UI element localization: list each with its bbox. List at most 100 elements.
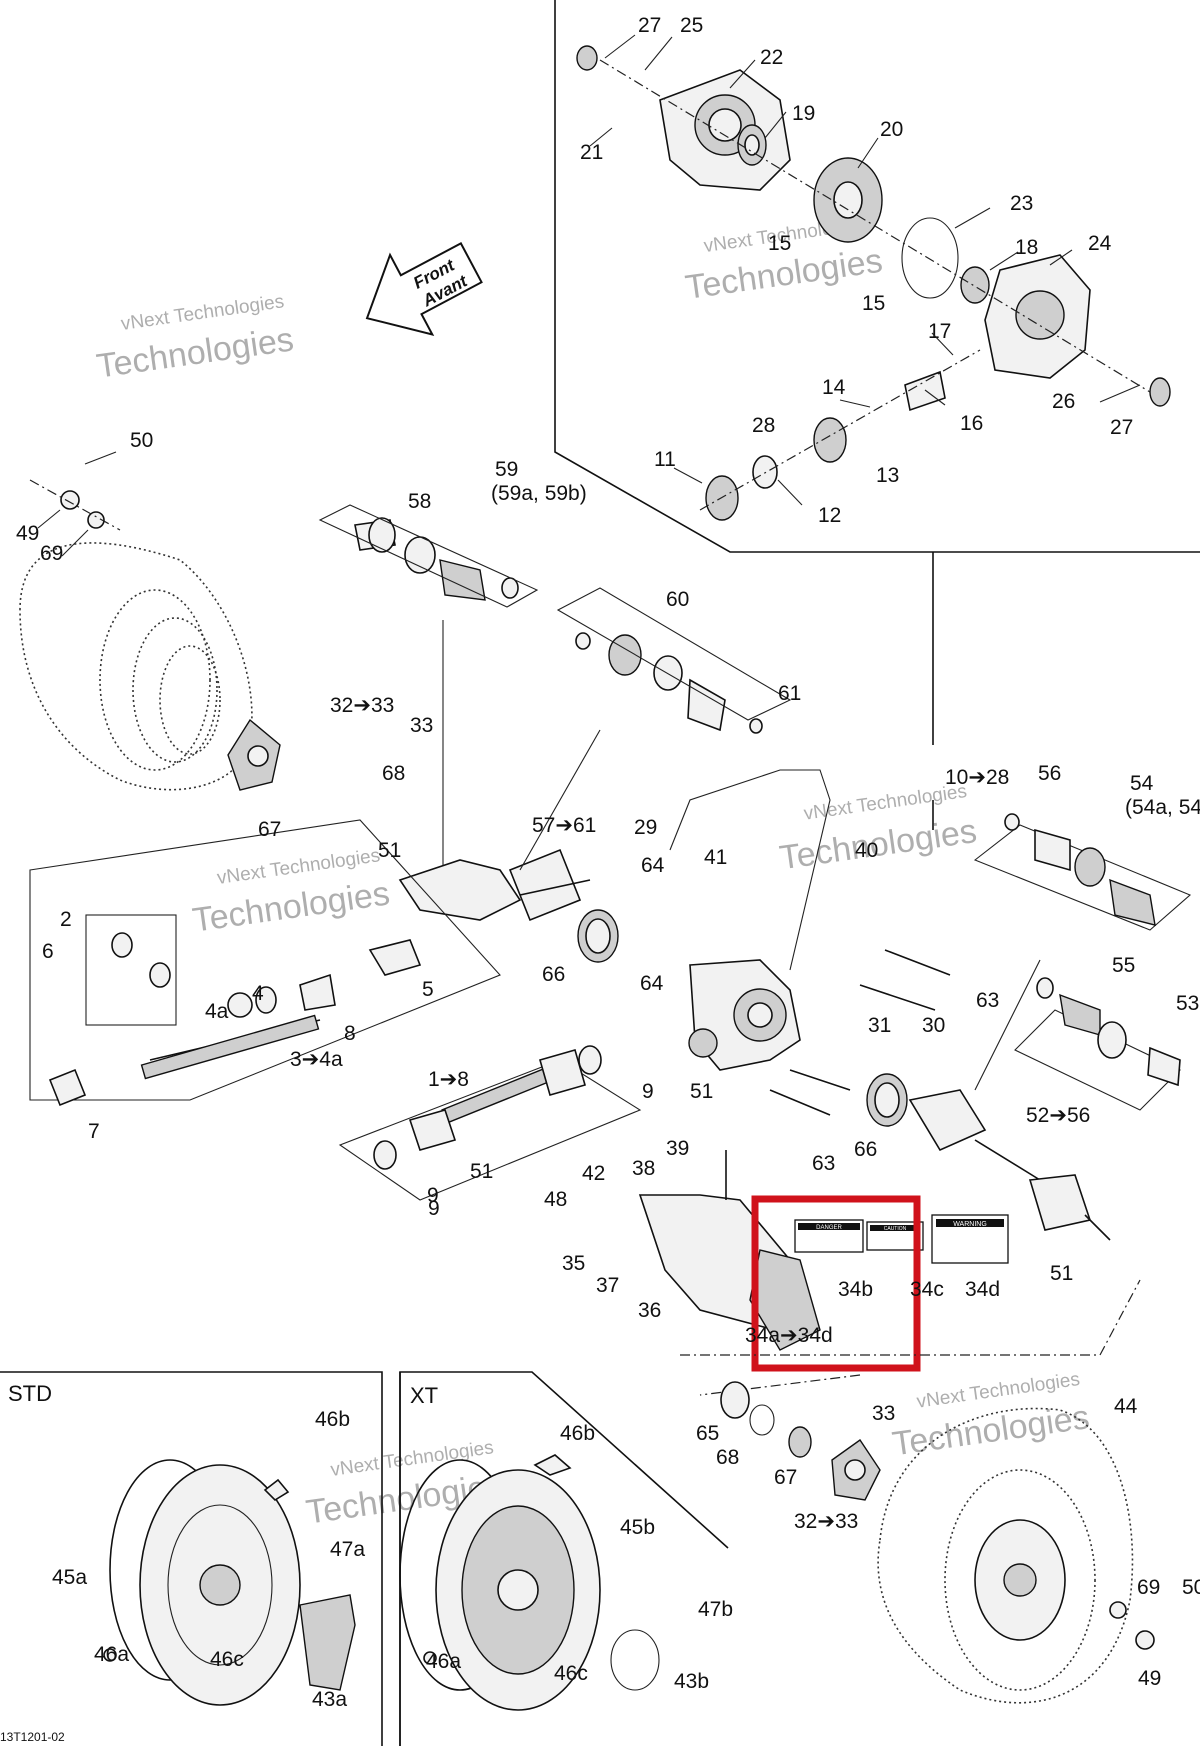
part-label: 34c (910, 1278, 944, 1301)
watermarks: vNext Technologies Technologies vNext Te… (94, 213, 1092, 1531)
decal-text: CAUTION (884, 1226, 907, 1232)
part-label: 34d (965, 1278, 1000, 1301)
part-label: 17 (928, 320, 951, 343)
part-label: 2 (60, 908, 72, 931)
part-label: 45a (52, 1566, 87, 1589)
part-label: 49 (16, 522, 39, 545)
diagram-code: 13T1201-02 (0, 1730, 65, 1744)
part-label: 43a (312, 1688, 347, 1711)
xt-wheel (399, 1454, 660, 1711)
part-label: 42 (582, 1162, 605, 1185)
part-label: 7 (88, 1120, 100, 1143)
part-label: 20 (880, 118, 903, 141)
part-label: 57➔61 (532, 814, 596, 837)
part-label: 67 (258, 818, 281, 841)
part-label: 47b (698, 1598, 733, 1621)
highlight-box (751, 1195, 921, 1372)
part-label: 60 (666, 588, 689, 611)
part-label: 69 (1137, 1576, 1160, 1599)
part-label: 3➔4a (290, 1048, 343, 1071)
part-label: 68 (382, 762, 405, 785)
part-label: 63 (812, 1152, 835, 1175)
part-label: 47a (330, 1538, 365, 1561)
part-label: 6 (42, 940, 54, 963)
axle-shaft-right (908, 813, 1192, 1241)
front-arrow: Front Avant (365, 241, 483, 336)
section-std: STD (8, 1381, 52, 1406)
part-label: 46a (426, 1650, 461, 1673)
part-label: 8 (344, 1022, 356, 1045)
part-label: 23 (1010, 192, 1033, 215)
part-label: (59a, 59b) (491, 482, 587, 505)
part-label: 51 (1050, 1262, 1073, 1285)
part-label: 65 (696, 1422, 719, 1445)
part-label: 32➔33 (330, 694, 394, 717)
part-label: 11 (654, 448, 676, 471)
part-label: 30 (922, 1014, 945, 1037)
part-label: 41 (704, 846, 727, 869)
part-label: 45b (620, 1516, 655, 1539)
part-label: 5 (422, 978, 434, 1001)
leader-lines (37, 34, 1141, 557)
part-label: 55 (1112, 954, 1135, 977)
part-label: 38 (632, 1157, 655, 1180)
part-label: 9 (642, 1080, 654, 1103)
part-label: 64 (640, 972, 664, 995)
part-label: 14 (822, 376, 846, 399)
part-label: 51 (690, 1080, 713, 1103)
part-label: 27 (1110, 416, 1133, 439)
part-label: 46b (560, 1422, 595, 1445)
part-label: 66 (542, 963, 565, 986)
differential-assembly (576, 45, 1171, 521)
part-label: 19 (792, 102, 815, 125)
part-label: 16 (960, 412, 983, 435)
front-tire-left (19, 479, 281, 791)
part-label: 58 (408, 490, 431, 513)
part-label: 59 (495, 458, 518, 481)
part-label: 34a➔34d (745, 1324, 833, 1347)
part-label: 26 (1052, 390, 1075, 413)
part-label: 24 (1088, 232, 1112, 255)
part-label: 35 (562, 1252, 585, 1275)
part-label: 44 (1114, 1395, 1138, 1418)
part-label: 28 (752, 414, 775, 437)
part-label: 46c (210, 1648, 244, 1671)
part-label: 1➔8 (428, 1068, 469, 1091)
part-label: 46b (315, 1408, 350, 1431)
part-label: 50 (1182, 1576, 1200, 1599)
part-label: 10➔28 (945, 766, 1009, 789)
part-label: 15 (768, 232, 791, 255)
part-label: 54 (1130, 772, 1154, 795)
part-label: 67 (774, 1466, 797, 1489)
decal-text: WARNING (953, 1221, 987, 1228)
part-label: 36 (638, 1299, 661, 1322)
decal-text: DANGER (816, 1225, 842, 1231)
std-wheel (103, 1459, 356, 1706)
part-label: 46a (94, 1643, 129, 1666)
part-label: 25 (680, 14, 703, 37)
part-label: 64 (641, 854, 665, 877)
part-label: 51 (378, 839, 401, 862)
rear-differential (577, 769, 951, 1127)
part-label: 66 (854, 1138, 877, 1161)
part-label: 63 (976, 989, 999, 1012)
part-label: 33 (410, 714, 433, 737)
part-label: 48 (544, 1188, 567, 1211)
rear-tire-right (720, 1381, 1155, 1704)
part-label: 46c (554, 1662, 588, 1685)
part-label: 34b (838, 1278, 873, 1301)
part-label: 68 (716, 1446, 739, 1469)
part-label: 33 (872, 1402, 895, 1425)
axle-shaft-left (318, 504, 792, 922)
prop-shaft (338, 1045, 642, 1201)
part-label: 53 (1176, 992, 1199, 1015)
part-label: 29 (634, 816, 657, 839)
part-label: 50 (130, 429, 153, 452)
decals: DANGER CAUTION WARNING (794, 1214, 1009, 1264)
skid-plate (638, 1150, 821, 1351)
part-label: 40 (855, 839, 878, 862)
part-label: 4a (205, 1000, 229, 1023)
part-label: 32➔33 (794, 1510, 858, 1533)
